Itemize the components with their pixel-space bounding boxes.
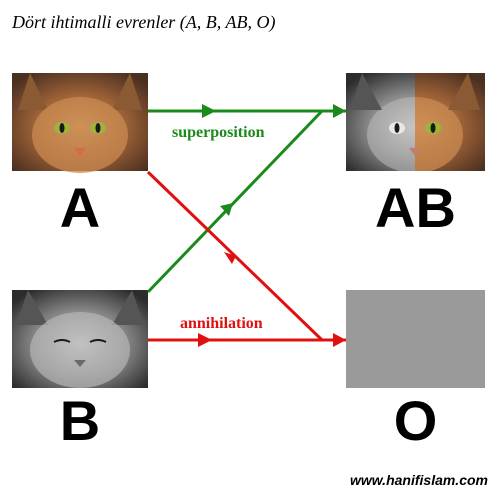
cat-b-image <box>12 290 148 388</box>
annihilation-label: annihilation <box>180 315 263 332</box>
cat-ab-image <box>346 73 485 171</box>
cat-a-image <box>12 73 148 173</box>
label-b: B <box>59 389 101 452</box>
arrow-b-to-o <box>148 333 346 347</box>
arrow-a-to-o <box>146 170 324 342</box>
label-a: A <box>59 176 101 239</box>
label-ab: AB <box>375 176 456 239</box>
arrow-a-to-ab <box>148 104 346 118</box>
empty-o-box <box>346 290 485 388</box>
diagram-title: Dört ihtimalli evrenler (A, B, AB, O) <box>12 12 276 32</box>
superposition-label: superposition <box>172 124 265 141</box>
arrow-b-to-ab <box>146 109 324 294</box>
label-o: O <box>393 389 438 452</box>
watermark-url[interactable]: www.hanifislam.com <box>350 472 488 488</box>
